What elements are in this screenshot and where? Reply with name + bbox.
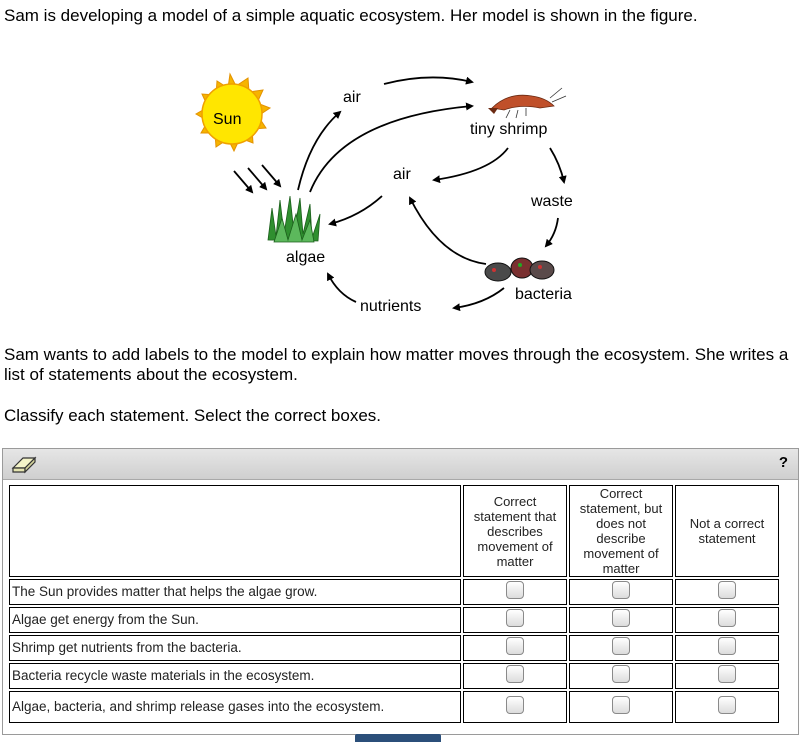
arrow-bacteria-to-nutrients — [452, 287, 505, 312]
classification-table: Correct statement that describes movemen… — [7, 483, 781, 725]
algae-icon — [267, 195, 321, 243]
algae-label: algae — [286, 249, 325, 266]
air-top-label: air — [343, 89, 361, 106]
checkbox-r2-c1[interactable] — [506, 608, 524, 627]
statement-4: Bacteria recycle waste materials in the … — [9, 663, 461, 689]
cell-r5-c2 — [569, 691, 673, 723]
checkbox-r3-c3[interactable] — [718, 636, 736, 655]
bacteria-icon — [484, 257, 555, 282]
checkbox-r5-c3[interactable] — [718, 695, 736, 714]
column-header-3: Not a correct statement — [675, 485, 779, 577]
cell-r5-c1 — [463, 691, 567, 723]
cell-r4-c1 — [463, 663, 567, 689]
arrow-air-to-algae — [328, 195, 383, 227]
widget-toolbar: ? — [3, 449, 798, 480]
table-row: Bacteria recycle waste materials in the … — [9, 663, 779, 689]
table-row: The Sun provides matter that helps the a… — [9, 579, 779, 605]
sun-label: Sun — [213, 111, 241, 128]
cell-r4-c3 — [675, 663, 779, 689]
intro-text: Sam is developing a model of a simple aq… — [4, 6, 698, 25]
checkbox-r2-c3[interactable] — [718, 608, 736, 627]
nutrients-label: nutrients — [360, 298, 421, 315]
cell-r3-c1 — [463, 635, 567, 661]
arrow-bacteria-to-air — [409, 196, 487, 265]
cell-r2-c2 — [569, 607, 673, 633]
header-blank-cell — [9, 485, 461, 577]
bacteria-label: bacteria — [515, 286, 572, 303]
shrimp-label: tiny shrimp — [470, 121, 547, 138]
checkbox-r5-c1[interactable] — [506, 695, 524, 714]
cell-r4-c2 — [569, 663, 673, 689]
cell-r3-c3 — [675, 635, 779, 661]
statement-5: Algae, bacteria, and shrimp release gase… — [9, 691, 461, 723]
header-row: Correct statement that describes movemen… — [9, 485, 779, 577]
statement-2: Algae get energy from the Sun. — [9, 607, 461, 633]
statement-3: Shrimp get nutrients from the bacteria. — [9, 635, 461, 661]
prompt-text: Classify each statement. Select the corr… — [4, 406, 382, 425]
waste-label: waste — [530, 193, 573, 210]
statement-1: The Sun provides matter that helps the a… — [9, 579, 461, 605]
arrow-algae-to-air-top — [297, 110, 342, 191]
arrow-waste-to-bacteria — [544, 217, 559, 248]
arrow-shrimp-to-air — [432, 147, 509, 184]
checkbox-r1-c1[interactable] — [506, 580, 524, 599]
checkbox-r5-c2[interactable] — [612, 695, 630, 714]
checkbox-r3-c2[interactable] — [612, 636, 630, 655]
table-row: Algae get energy from the Sun. — [9, 607, 779, 633]
air-middle-label: air — [393, 166, 411, 183]
shrimp-icon — [488, 87, 567, 119]
next-button[interactable] — [355, 734, 441, 742]
checkbox-r4-c3[interactable] — [718, 664, 736, 683]
cell-r3-c2 — [569, 635, 673, 661]
column-header-2: Correct statement, but does not describe… — [569, 485, 673, 577]
cell-r2-c3 — [675, 607, 779, 633]
arrow-algae-to-shrimp — [309, 102, 474, 193]
table-row: Algae, bacteria, and shrimp release gase… — [9, 691, 779, 723]
checkbox-r1-c2[interactable] — [612, 580, 630, 599]
sunlight-arrows — [233, 164, 282, 194]
eraser-icon[interactable] — [9, 454, 37, 474]
column-header-1: Correct statement that describes movemen… — [463, 485, 567, 577]
checkbox-r3-c1[interactable] — [506, 636, 524, 655]
cell-r1-c2 — [569, 579, 673, 605]
cell-r1-c3 — [675, 579, 779, 605]
instructions-text: Sam wants to add labels to the model to … — [4, 345, 789, 384]
arrow-shrimp-to-waste — [549, 147, 567, 184]
help-button[interactable]: ? — [778, 454, 788, 471]
cell-r2-c1 — [463, 607, 567, 633]
cell-r5-c3 — [675, 691, 779, 723]
checkbox-r1-c3[interactable] — [718, 580, 736, 599]
cell-r1-c1 — [463, 579, 567, 605]
arrow-air-to-shrimp-top — [383, 76, 474, 85]
arrow-nutrients-to-algae — [327, 272, 357, 303]
ecosystem-figure: Sun algae air tiny shrimp air waste — [195, 72, 573, 315]
checkbox-r4-c1[interactable] — [506, 664, 524, 683]
classification-widget: ? Correct statement that describes movem… — [2, 448, 799, 735]
sun-icon — [195, 72, 272, 153]
checkbox-r2-c2[interactable] — [612, 608, 630, 627]
checkbox-r4-c2[interactable] — [612, 664, 630, 683]
table-row: Shrimp get nutrients from the bacteria. — [9, 635, 779, 661]
